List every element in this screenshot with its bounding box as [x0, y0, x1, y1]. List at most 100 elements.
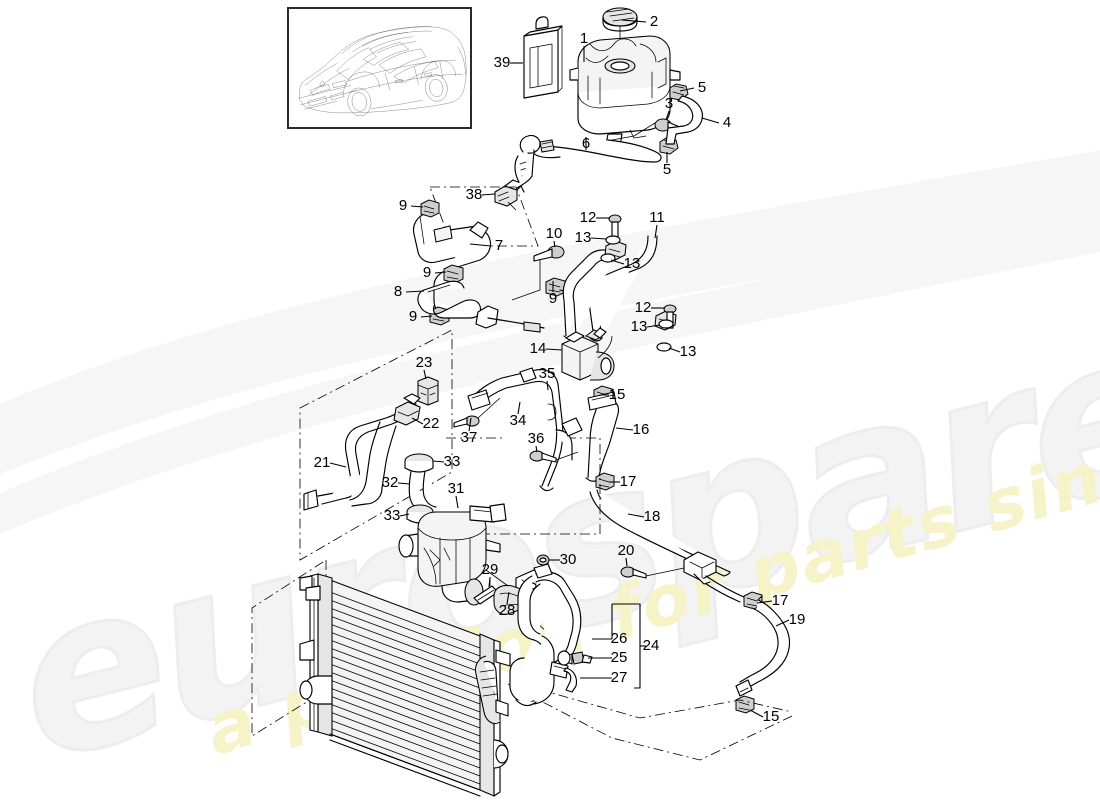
callout-3: 3 [665, 95, 673, 121]
callout-label-32: 32 [382, 474, 399, 491]
callout-label-13c: 13 [631, 318, 648, 335]
construction-line-lower2 [507, 683, 793, 761]
construction-line-lower [519, 683, 793, 719]
callout-37: 37 [461, 417, 478, 446]
part-13-seal-c [658, 319, 674, 329]
part-11-coolant-pipe [562, 235, 677, 342]
callout-label-5b: 5 [663, 161, 671, 178]
callout-label-10: 10 [546, 225, 563, 242]
callout-label-31: 31 [448, 480, 465, 497]
callout-label-16: 16 [633, 421, 650, 438]
callout-label-37: 37 [461, 429, 478, 446]
part-4-vent-hose [665, 95, 703, 145]
part-13-seal-a [605, 235, 621, 245]
part-39-coolant-bottle [523, 16, 563, 99]
watermark-swoosh-2 [0, 211, 1100, 534]
callout-4: 4 [701, 114, 731, 131]
part-38-sensor-connector [494, 149, 535, 211]
callout-label-23: 23 [416, 354, 433, 371]
callout-label-29: 29 [482, 561, 499, 578]
callout-label-25: 25 [611, 649, 628, 666]
callout-25: 25 [588, 649, 627, 666]
radiator-fins [329, 591, 481, 785]
callout-34: 34 [510, 401, 527, 429]
part-12-bolt-a [608, 214, 622, 239]
callout-35: 35 [539, 365, 555, 391]
callout-21: 21 [314, 454, 347, 471]
callout-11: 11 [649, 209, 665, 239]
callout-label-27: 27 [611, 669, 628, 686]
callout-32: 32 [382, 474, 411, 491]
callout-38: 38 [466, 186, 496, 203]
callout-label-4: 4 [723, 114, 731, 131]
callout-label-36: 36 [528, 430, 545, 447]
callout-9a: 9 [399, 197, 424, 214]
callout-label-17b: 17 [772, 592, 789, 609]
callout-label-15b: 15 [763, 708, 780, 725]
callout-label-39: 39 [494, 54, 511, 71]
part-32-coolant-pipe-short [408, 465, 437, 513]
callout-label-22: 22 [423, 415, 440, 432]
callout-label-12a: 12 [580, 209, 597, 226]
callout-27: 27 [580, 669, 627, 686]
callout-label-33b: 33 [384, 507, 401, 524]
part-20-bolt [620, 566, 685, 579]
callout-label-28: 28 [499, 602, 516, 619]
part-9-spring-clamp-b [443, 264, 464, 284]
callout-label-17a: 17 [620, 473, 637, 490]
part-17-hose-clamp-a [595, 472, 615, 491]
part-23-quick-connector [417, 376, 439, 406]
hose-holder-bracket [683, 551, 747, 603]
part-21-radiator-hose-assembly [303, 399, 421, 511]
callout-label-1: 1 [580, 30, 588, 47]
callout-15b: 15 [749, 708, 780, 725]
callout-2: 2 [621, 13, 658, 30]
part-33-seal-a [404, 453, 434, 473]
callout-9b: 9 [423, 264, 447, 281]
callout-label-24: 24 [643, 637, 660, 654]
callout-13d: 13 [668, 343, 696, 360]
callout-23: 23 [416, 354, 433, 380]
part-1-expansion-tank [569, 7, 681, 147]
callout-9d: 9 [549, 281, 557, 307]
callout-24: 24 [643, 637, 660, 654]
part-19-coolant-hose-elbow [735, 595, 791, 697]
callout-26: 26 [592, 630, 627, 647]
callout-14: 14 [530, 340, 563, 357]
callout-8: 8 [394, 283, 425, 300]
callout-label-18: 18 [644, 508, 661, 525]
callout-label-21: 21 [314, 454, 331, 471]
construction-line-7 [429, 186, 539, 247]
part-24-hose-kit [509, 563, 582, 707]
callout-label-19: 19 [789, 611, 806, 628]
callout-5a: 5 [679, 79, 706, 96]
callout-13b: 13 [610, 255, 641, 272]
callout-label-34: 34 [510, 412, 527, 429]
callout-17a: 17 [609, 473, 636, 490]
callout-16: 16 [615, 421, 650, 438]
callout-label-9a: 9 [399, 197, 407, 214]
callout-28: 28 [499, 591, 516, 619]
callout-label-11: 11 [649, 209, 665, 226]
callout-label-8: 8 [394, 283, 402, 300]
callout-label-9b: 9 [423, 264, 431, 281]
callout-13a: 13 [575, 229, 608, 246]
callout-label-33a: 33 [444, 453, 461, 470]
callout-label-15a: 15 [609, 386, 626, 403]
callout-10: 10 [546, 225, 563, 248]
callout-label-14: 14 [530, 340, 547, 357]
part-26-seal-ring [557, 650, 571, 666]
part-9-spring-clamp-a [420, 199, 440, 218]
callout-label-6: 6 [582, 135, 590, 152]
callout-label-13b: 13 [624, 255, 641, 272]
callout-6: 6 [582, 135, 590, 152]
callout-19: 19 [775, 611, 806, 628]
callout-7: 7 [469, 237, 503, 254]
part-8-heater-hose-lower [417, 280, 482, 319]
callout-label-13a: 13 [575, 229, 592, 246]
callout-5b: 5 [663, 152, 671, 178]
